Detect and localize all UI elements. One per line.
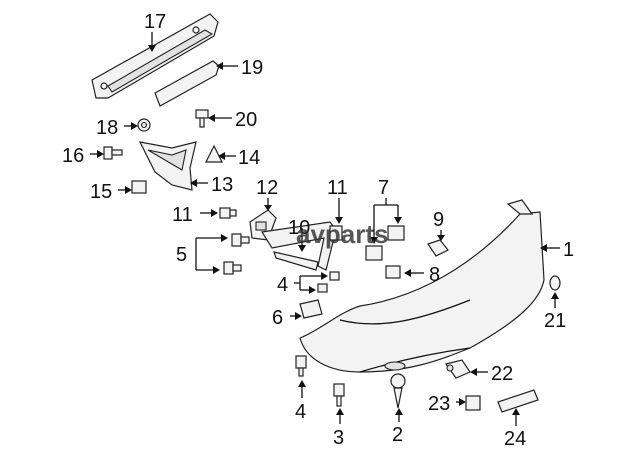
bolt-5b <box>223 261 242 275</box>
callout-23: 23 <box>428 393 450 415</box>
nut-18 <box>137 118 151 132</box>
callout-19: 19 <box>241 57 263 79</box>
callout-2: 2 <box>392 424 403 446</box>
callout-8: 8 <box>429 264 440 286</box>
hook-22 <box>444 359 471 379</box>
plug-23 <box>465 395 481 411</box>
screw-4b <box>317 283 328 293</box>
bracket-6 <box>299 299 323 319</box>
callout-4-lower: 4 <box>295 401 306 423</box>
clip-7b <box>387 225 405 241</box>
callout-10: 10 <box>288 217 310 239</box>
callout-6: 6 <box>272 307 283 329</box>
screw-3 <box>333 383 345 407</box>
callout-7: 7 <box>378 177 389 199</box>
callout-5: 5 <box>176 244 187 266</box>
bolt-5a <box>231 233 250 247</box>
clip-7a <box>365 245 383 261</box>
callout-11-upper: 11 <box>327 177 348 199</box>
callout-14: 14 <box>238 147 260 169</box>
watermark-text: avparts <box>296 219 389 249</box>
guide-10 <box>261 221 337 271</box>
clip-15 <box>131 180 147 194</box>
clip-14 <box>205 144 223 163</box>
callout-15: 15 <box>90 181 112 203</box>
callout-17: 17 <box>144 11 166 33</box>
reinforcement-beam <box>91 13 219 99</box>
clip-9 <box>427 239 449 257</box>
clip-8 <box>385 265 401 279</box>
push-clip-2 <box>390 373 406 409</box>
screw-4a <box>329 271 340 281</box>
callout-9: 9 <box>433 209 444 231</box>
callout-22: 22 <box>491 363 513 385</box>
reflector-24 <box>497 389 539 413</box>
bolt-20 <box>195 109 209 128</box>
callout-21: 21 <box>544 310 566 332</box>
side-bracket <box>138 141 197 191</box>
bumper-cover <box>299 199 545 373</box>
bolt-16 <box>103 146 123 160</box>
callout-3: 3 <box>333 427 344 449</box>
callout-4-upper: 4 <box>277 274 288 296</box>
callout-13: 13 <box>211 174 233 196</box>
bolt-11a <box>219 207 237 219</box>
callout-16: 16 <box>62 145 84 167</box>
callout-18: 18 <box>96 117 118 139</box>
callout-1: 1 <box>563 239 574 261</box>
callout-11-left: 11 <box>172 204 193 226</box>
leader-lines <box>90 32 560 426</box>
callout-12: 12 <box>256 177 278 199</box>
cap-21 <box>549 275 561 291</box>
callout-20: 20 <box>235 109 257 131</box>
clip-11b <box>329 225 343 241</box>
callout-24: 24 <box>504 428 526 450</box>
energy-absorber <box>154 60 220 107</box>
screw-4-lower <box>295 355 307 377</box>
